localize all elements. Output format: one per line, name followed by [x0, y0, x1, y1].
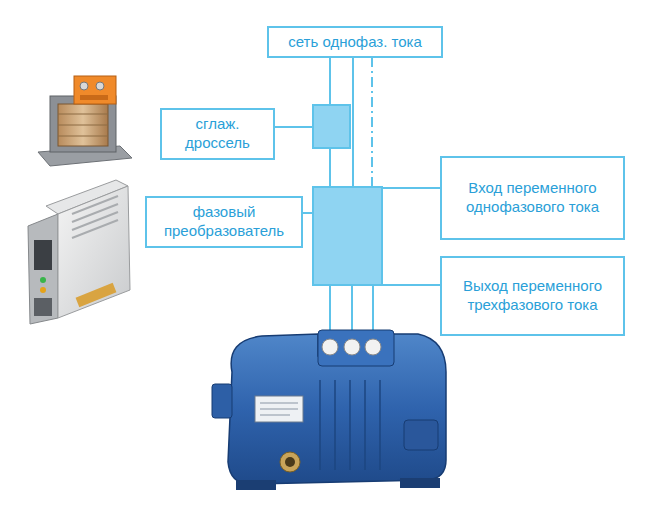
wire	[329, 285, 331, 336]
converter-picture-part-part	[72, 196, 118, 214]
wire	[372, 285, 374, 336]
node-label: сеть однофаз. тока	[282, 30, 428, 55]
compressor-picture-part	[344, 339, 360, 355]
choke-picture-part	[74, 76, 116, 104]
compressor-picture	[212, 330, 446, 490]
compressor-picture-part-part	[260, 409, 298, 410]
converter-picture-part	[72, 196, 118, 238]
converter-picture-part	[34, 298, 52, 316]
compressor-picture-part-part	[260, 403, 298, 404]
converter-picture-part-part	[72, 220, 118, 238]
choke-block	[313, 105, 350, 148]
wire	[351, 285, 353, 336]
converter-picture-part	[76, 283, 117, 307]
compressor-picture-part-part	[349, 380, 351, 470]
leader-line	[382, 187, 440, 189]
callout-box: фазовый преобразователь	[145, 196, 303, 248]
converter-block	[313, 187, 382, 285]
compressor-picture-part	[285, 457, 295, 467]
wire-dash-dot	[371, 57, 373, 187]
node-label: сглаж. дроссель	[162, 112, 273, 156]
compressor-picture-part	[322, 339, 338, 355]
compressor-picture-part	[260, 403, 298, 415]
converter-picture-part	[58, 186, 130, 318]
compressor-picture-part	[212, 384, 232, 418]
converter-picture-part-part	[72, 212, 118, 230]
compressor-picture-part	[255, 396, 303, 422]
compressor-picture-part	[320, 380, 380, 470]
choke-picture-part	[58, 136, 108, 137]
compressor-picture-part	[236, 480, 276, 490]
converter-picture-part-part	[72, 204, 118, 222]
leader-line	[272, 126, 313, 128]
converter-picture	[28, 180, 130, 324]
node-label: Вход переменного однофазового тока	[452, 176, 614, 220]
leader-line	[382, 284, 440, 286]
compressor-picture-part-part	[364, 380, 366, 470]
compressor-picture-part-part	[260, 415, 290, 416]
wire	[352, 57, 354, 187]
compressor-picture-part	[365, 339, 381, 355]
choke-picture-part	[58, 114, 108, 115]
converter-picture-part	[28, 214, 58, 324]
choke-picture-part	[58, 125, 108, 126]
compressor-picture-part	[404, 420, 438, 450]
compressor-picture-part-part	[334, 380, 336, 470]
network-box: сеть однофаз. тока	[267, 26, 443, 59]
callout-box: Выход переменного трехфазового тока	[440, 256, 625, 336]
node-label: Выход переменного трехфазового тока	[452, 274, 614, 318]
converter-picture-part	[40, 287, 46, 293]
wire	[329, 57, 331, 105]
compressor-picture-part-part	[379, 380, 381, 470]
choke-picture-part	[96, 82, 104, 90]
compressor-picture-part-part	[319, 380, 321, 470]
converter-picture-part	[34, 240, 52, 270]
choke-picture-part	[80, 95, 108, 100]
callout-box: сглаж. дроссель	[160, 108, 275, 160]
callout-box: Вход переменного однофазового тока	[440, 156, 625, 240]
choke-picture-part	[58, 104, 108, 146]
choke-picture	[38, 76, 132, 166]
compressor-picture-part	[318, 330, 394, 366]
compressor-picture-part	[400, 478, 440, 488]
wire	[329, 148, 331, 187]
choke-picture-part	[80, 82, 88, 90]
node-label: фазовый преобразователь	[147, 200, 301, 244]
converter-picture-part	[40, 277, 46, 283]
compressor-picture-part	[280, 452, 300, 472]
